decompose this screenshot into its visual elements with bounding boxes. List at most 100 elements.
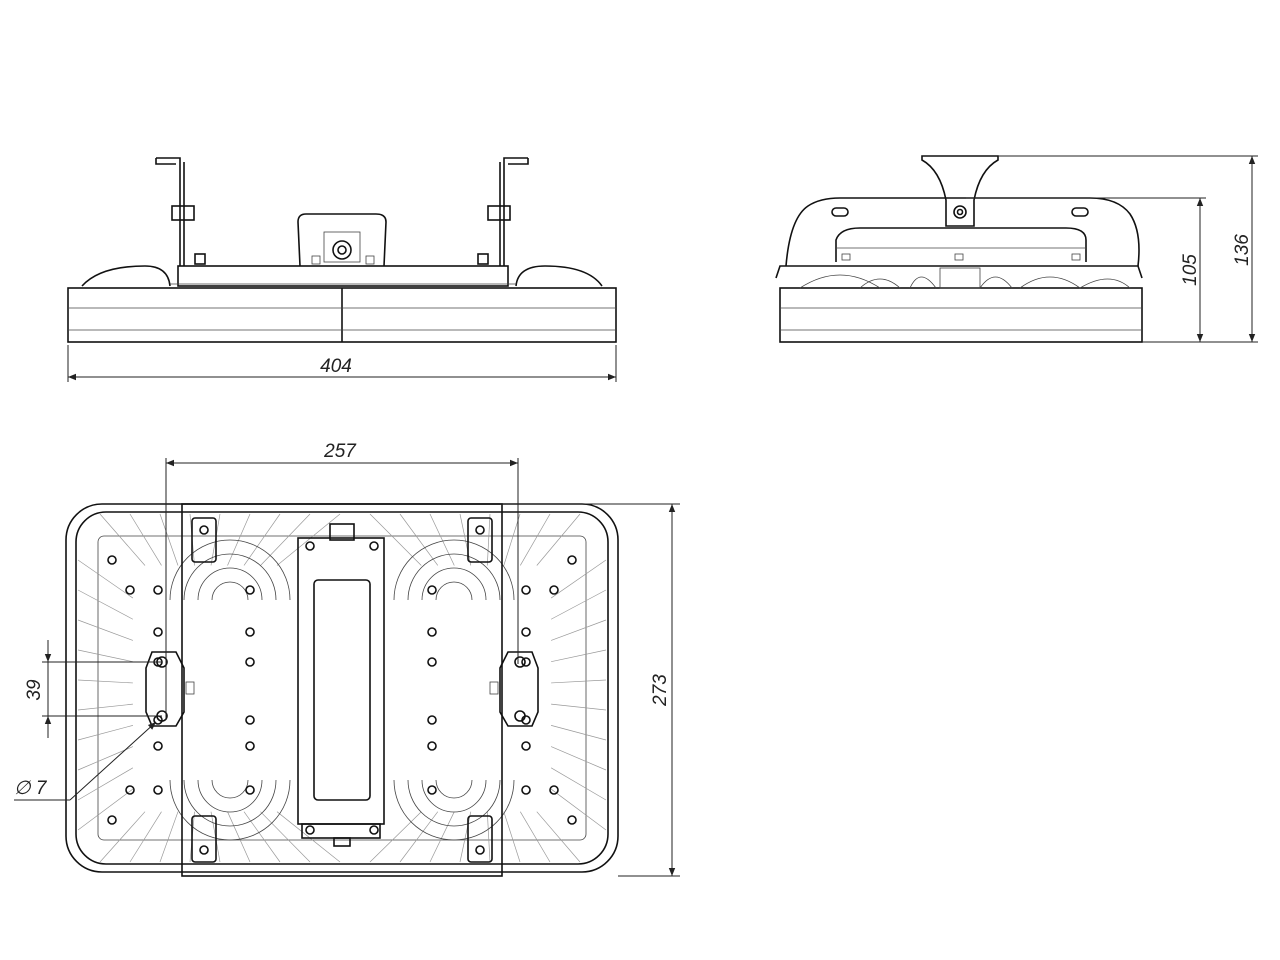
heatsink-hole [521,785,531,795]
left-bracket [155,157,181,266]
heatsink-hole [549,785,559,795]
heatsink-hole [427,741,437,751]
heatsink-hole [567,555,577,565]
fin-line [77,703,133,711]
heatsink-hole [427,585,437,595]
fin-line [519,811,551,863]
fin-arc [421,567,487,601]
fin-line [550,589,607,620]
top-mount-plate [181,503,503,877]
fin-line [550,767,607,801]
mount-plate [177,265,509,287]
side-view: 136 105 [775,155,1258,343]
fin-line [550,619,607,641]
top-driver [297,537,385,825]
fin-line [77,649,133,663]
heatsink-hole [427,715,437,725]
fin-line [536,513,581,566]
fin-line [77,619,134,641]
fin-line [459,513,472,566]
fin-line [459,811,472,863]
heatsink-hole [245,741,255,751]
heatsink-hole [521,585,531,595]
heatsink-hole [107,555,117,565]
fin-line [243,513,281,566]
fin-line [399,513,439,566]
fin-line [536,811,581,863]
fin-arc [421,779,487,813]
fin-line [429,513,455,566]
heatsink-hole [245,657,255,667]
heatsink-hole [153,627,163,637]
dim-height-inner: 105 [1180,254,1201,286]
fin-arc [393,539,515,601]
fin-arc [211,779,249,799]
heatsink-hole [521,657,531,667]
dim-width-front: 404 [320,356,352,377]
fin-arc [393,779,515,841]
heatsink-hole [153,785,163,795]
side-housing [785,197,1140,267]
fin-line [503,811,521,863]
fin-arc [197,779,263,813]
side-body [779,287,1143,343]
heatsink-hole [245,715,255,725]
fin-line [227,811,251,863]
heatsink-hole [153,741,163,751]
heatsink-hole [521,627,531,637]
heatsink-hole [125,585,135,595]
fin-line [486,811,491,863]
fin-arc [407,779,501,827]
heatsink-hole [427,785,437,795]
fin-line [77,559,134,599]
heatsink-hole [521,741,531,751]
fin-arc [197,567,263,601]
heatsink-hole [125,785,135,795]
fin-line [369,811,422,863]
fin-line [369,513,422,566]
fin-line [77,725,133,741]
front-view: 404 [67,157,617,382]
heatsink-hole [153,585,163,595]
fin-line [550,746,607,771]
fin-line [399,811,439,863]
dim-depth-top: 273 [650,674,671,707]
fin-line [551,649,607,663]
dim-mount-spacing: 257 [323,441,357,462]
fin-line [77,679,133,684]
right-mount-bracket [499,651,539,727]
heatsink-hole [549,585,559,595]
dim-height-total: 136 [1232,234,1253,266]
fin-arc [435,581,473,601]
heatsink-hole [427,657,437,667]
fin-line [260,811,311,863]
fin-arc [211,581,249,601]
fin-line [551,725,607,741]
fin-arc [169,779,291,841]
fin-line [159,811,179,863]
fin-arc [407,553,501,601]
fin-line [99,811,146,863]
fin-line [276,811,341,863]
fin-line [551,679,607,684]
fin-line [129,513,162,566]
fin-line [99,513,146,566]
fin-line [77,589,134,620]
dim-hole-diameter: ∅ 7 [14,778,48,799]
fin-line [159,513,179,566]
right-bracket [503,157,529,266]
left-mount-bracket [145,651,185,727]
fin-line [227,513,251,566]
fin-arc [435,779,473,799]
fin-line [550,559,607,599]
fin-line [260,513,311,566]
fin-line [77,788,134,831]
fin-arc [169,539,291,601]
top-view: 257 273 39 ∅ 7 [14,441,680,877]
fin-line [129,811,162,863]
dim-hole-spacing: 39 [24,679,45,701]
heatsink-hole [245,785,255,795]
heatsink-hole [245,627,255,637]
heatsink-hole [427,627,437,637]
